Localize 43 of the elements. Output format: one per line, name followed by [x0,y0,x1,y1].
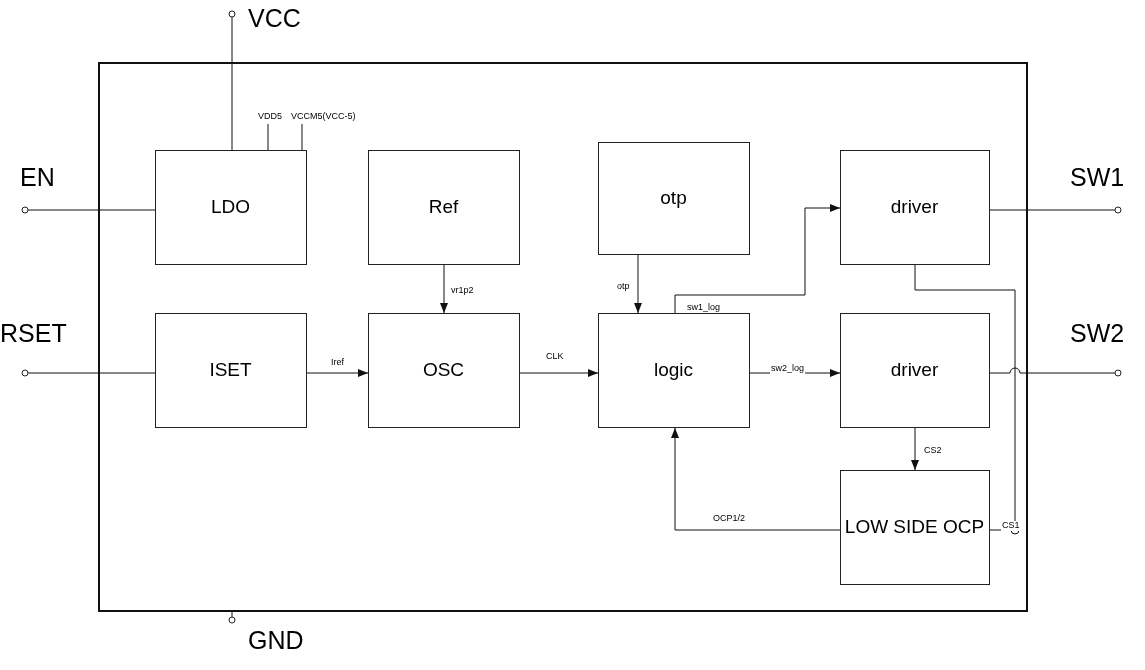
signal-label: vr1p2 [450,286,475,296]
block-box: logic [597,312,750,428]
wire [301,123,303,151]
pin-label: RSET [0,321,67,346]
pin-label: VCC [248,6,301,31]
block-box: Ref [367,149,520,265]
signal-label: VDD5 [257,112,283,122]
wire [27,209,156,211]
pin-label: GND [248,628,304,653]
signal-label: sw2_log [770,364,806,374]
signal-label: CLK [545,352,565,362]
pin-label: EN [20,165,55,190]
signal-label: CS1 [1001,521,1021,531]
arrow [440,264,448,314]
wire [914,264,1016,531]
block-box: ISET [154,312,307,428]
signal-label: VCCM5(VCC-5) [290,112,357,122]
block-box: otp [597,141,750,255]
wire [989,209,1116,211]
wire [989,367,1116,374]
wire [267,123,269,151]
arrow [519,369,599,377]
wire [231,611,233,618]
signal-label: otp [616,282,631,292]
arrow [674,204,841,314]
wire [27,372,156,374]
signal-label: sw1_log [686,303,722,313]
signal-label: Iref [330,358,345,368]
arrow [306,369,369,377]
arrow [911,427,919,471]
block-box: driver [839,312,990,428]
pin-label: SW2 [1070,321,1125,346]
arrow [634,254,642,314]
block-box: driver [839,149,990,265]
signal-label: CS2 [923,446,943,456]
pin-label: SW1 [1070,165,1125,190]
block-box: LDO [154,149,307,265]
wire [231,16,233,151]
chip-outline [98,62,1028,612]
block-box: OSC [367,312,520,428]
arrow [671,427,841,531]
block-box: LOW SIDE OCP [839,469,990,585]
signal-label: OCP1/2 [712,514,746,524]
